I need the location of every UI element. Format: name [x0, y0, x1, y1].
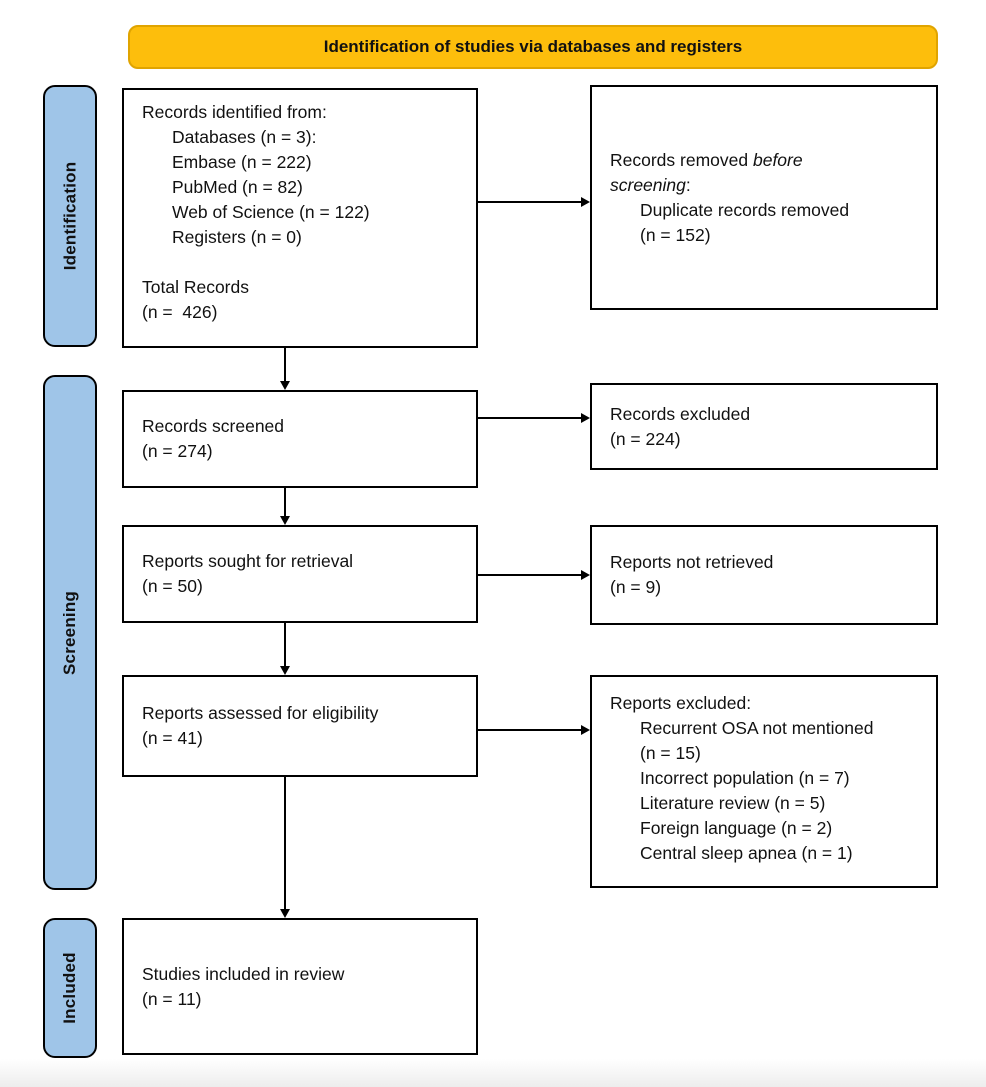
arrow-screened-to-excluded-line	[478, 417, 582, 419]
records-removed-line2-regular: :	[685, 174, 691, 195]
arrow-down-icon	[280, 516, 290, 525]
stage-label-identification-text: Identification	[60, 161, 80, 271]
reports-assessed-label: Reports assessed for eligibility	[142, 703, 379, 723]
reports-excluded-title: Reports excluded:	[610, 693, 752, 713]
records-identified-total-n: (n = 426)	[142, 302, 218, 322]
reports-assessed-n: (n = 41)	[142, 728, 203, 748]
records-screened-n: (n = 274)	[142, 441, 213, 461]
arrow-right-icon	[581, 197, 590, 207]
studies-included-label: Studies included in review	[142, 963, 345, 984]
page-bottom-edge	[0, 1059, 986, 1087]
arrow-down-icon	[280, 381, 290, 390]
records-excluded-label: Records excluded	[610, 403, 751, 424]
reports-sought-label: Reports sought for retrieval	[142, 551, 354, 571]
arrow-identified-to-screened-line	[284, 348, 286, 382]
records-identified-item: Embase (n = 222)	[172, 152, 312, 172]
box-reports-excluded: Reports excluded: Recurrent OSA not ment…	[590, 675, 938, 888]
box-reports-not-retrieved: Reports not retrieved (n = 9)	[590, 525, 938, 625]
arrow-screened-to-sought-line	[284, 488, 286, 517]
reports-excluded-item: Recurrent OSA not mentioned	[640, 718, 874, 738]
records-identified-item: PubMed (n = 82)	[172, 177, 303, 197]
reports-sought-n: (n = 50)	[142, 576, 203, 596]
arrow-right-icon	[581, 725, 590, 735]
records-identified-title: Records identified from:	[142, 102, 327, 122]
box-reports-assessed: Reports assessed for eligibility (n = 41…	[122, 675, 478, 777]
arrow-down-icon	[280, 666, 290, 675]
box-records-excluded: Records excluded (n = 224)	[590, 383, 938, 470]
arrow-identified-to-removed-line	[478, 201, 582, 203]
records-identified-item: Databases (n = 3):	[172, 127, 317, 147]
records-removed-item: Duplicate records removed	[640, 199, 850, 220]
records-removed-line1-italic: before	[752, 149, 803, 170]
stage-label-screening: Screening	[43, 375, 97, 890]
records-removed-line2: screening:	[610, 173, 918, 198]
box-studies-included: Studies included in review (n = 11)	[122, 918, 478, 1055]
records-removed-line2-italic: screening	[610, 174, 686, 195]
box-reports-sought: Reports sought for retrieval (n = 50)	[122, 525, 478, 623]
arrow-sought-to-not-retrieved-line	[478, 574, 582, 576]
arrow-right-icon	[581, 413, 590, 423]
arrow-sought-to-assessed-line	[284, 623, 286, 667]
box-records-identified: Records identified from: Databases (n = …	[122, 88, 478, 348]
reports-excluded-item: Foreign language (n = 2)	[640, 818, 833, 838]
arrow-right-icon	[581, 570, 590, 580]
reports-not-retrieved-n: (n = 9)	[610, 577, 662, 597]
reports-excluded-item-n: (n = 15)	[640, 743, 701, 763]
reports-excluded-item: Incorrect population (n = 7)	[640, 768, 850, 788]
records-removed-line1-regular: Records removed	[610, 149, 753, 170]
arrow-down-icon	[280, 909, 290, 918]
box-records-screened: Records screened (n = 274)	[122, 390, 478, 488]
stage-label-included-text: Included	[60, 952, 79, 1024]
records-identified-total: Total Records	[142, 277, 249, 297]
reports-not-retrieved-label: Reports not retrieved	[610, 552, 774, 572]
stage-label-identification: Identification	[43, 85, 97, 347]
records-identified-item: Web of Science (n = 122)	[172, 202, 370, 222]
records-removed-item-n: (n = 152)	[640, 224, 711, 245]
banner-title: Identification of studies via databases …	[323, 37, 743, 56]
arrow-assessed-to-reports-excluded-line	[478, 729, 582, 731]
records-excluded-n: (n = 224)	[610, 428, 681, 449]
records-screened-label: Records screened	[142, 416, 285, 436]
box-records-removed: Records removed before screening: Duplic…	[590, 85, 938, 310]
arrow-assessed-to-included-line	[284, 777, 286, 910]
banner-identification-of-studies: Identification of studies via databases …	[128, 25, 938, 69]
reports-excluded-item: Literature review (n = 5)	[640, 793, 826, 813]
stage-label-included: Included	[43, 918, 97, 1058]
blank-line	[142, 250, 458, 275]
stage-label-screening-text: Screening	[60, 590, 79, 675]
records-identified-item: Registers (n = 0)	[172, 227, 302, 247]
studies-included-n: (n = 11)	[142, 988, 202, 1009]
records-removed-line1: Records removed before	[610, 148, 918, 173]
reports-excluded-item: Central sleep apnea (n = 1)	[640, 843, 853, 863]
